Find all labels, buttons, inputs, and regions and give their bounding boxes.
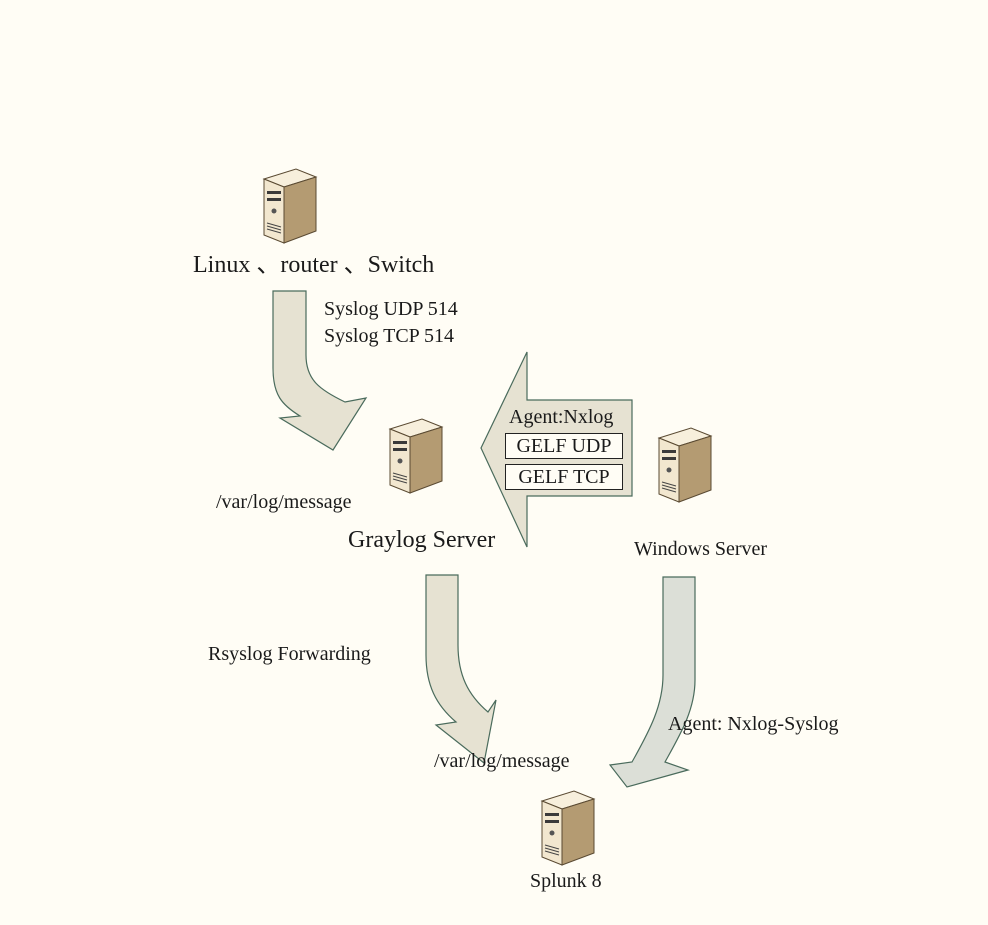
server-icon <box>388 418 444 494</box>
gelf-tcp-box: GELF TCP <box>505 464 623 490</box>
splunk-node-label: Splunk 8 <box>530 870 602 892</box>
arrow-nxlog-syslog-to-splunk <box>608 576 696 788</box>
syslog-udp-label: Syslog UDP 514 <box>324 298 458 320</box>
graylog-node-label: Graylog Server <box>348 527 496 553</box>
server-icon <box>657 427 713 503</box>
server-icon <box>540 790 596 866</box>
splunk-log-path-label: /var/log/message <box>434 750 570 772</box>
sources-node-label: Linux 、router 、Switch <box>193 252 435 278</box>
rsyslog-forwarding-label: Rsyslog Forwarding <box>208 643 371 665</box>
arrow-rsyslog-to-splunk <box>425 574 497 765</box>
nxlog-syslog-label: Agent: Nxlog-Syslog <box>668 713 839 735</box>
arrow-syslog-to-graylog <box>272 290 368 451</box>
windows-node-label: Windows Server <box>634 538 768 560</box>
agent-nxlog-label: Agent:Nxlog <box>509 406 614 428</box>
graylog-log-path-label: /var/log/message <box>216 491 352 513</box>
gelf-udp-box: GELF UDP <box>505 433 623 459</box>
syslog-tcp-label: Syslog TCP 514 <box>324 325 455 347</box>
server-icon <box>262 168 318 244</box>
